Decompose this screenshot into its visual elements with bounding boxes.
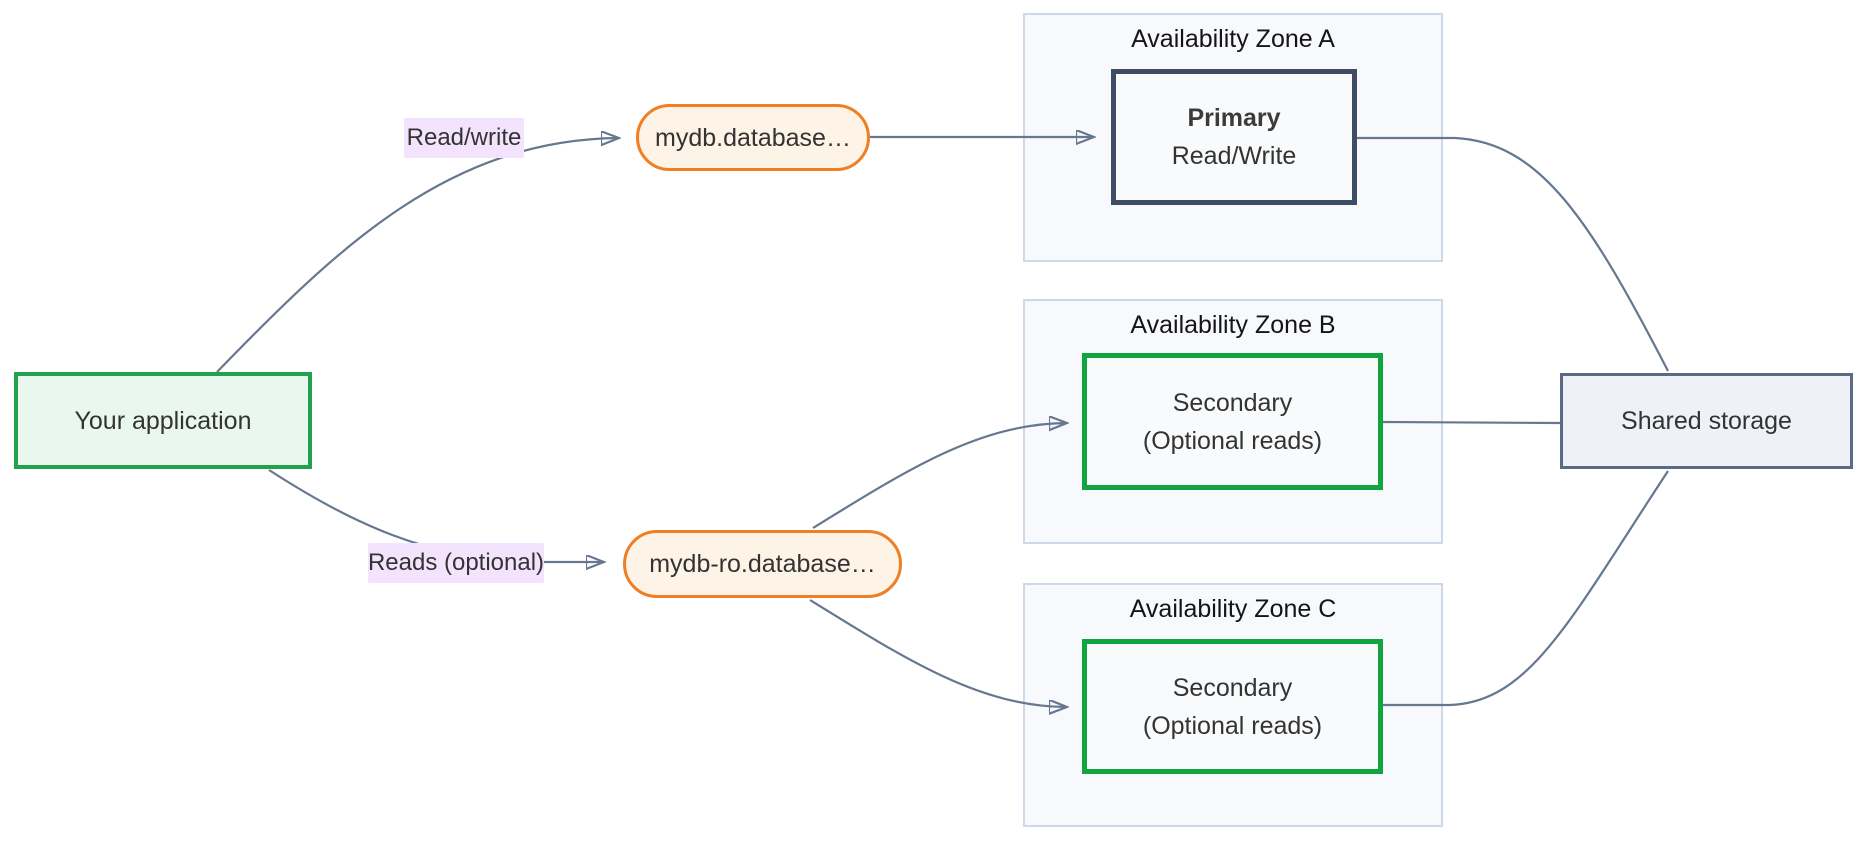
edge-app-to-rw-endpoint	[216, 138, 618, 373]
zone-a-title: Availability Zone A	[1131, 25, 1335, 53]
edge-ro-endpoint-to-secondary-b	[812, 423, 1066, 529]
edge-ro-endpoint-to-secondary-c	[809, 599, 1066, 707]
edge-app-to-ro-endpoint	[268, 469, 603, 562]
edge-secondary-c-to-storage	[1383, 470, 1669, 707]
zone-c-title: Availability Zone C	[1129, 595, 1337, 623]
edge-primary-to-storage	[1357, 136, 1669, 372]
zone-b-title: Availability Zone B	[1130, 311, 1336, 339]
edge-secondary-b-to-storage	[1382, 420, 1561, 425]
